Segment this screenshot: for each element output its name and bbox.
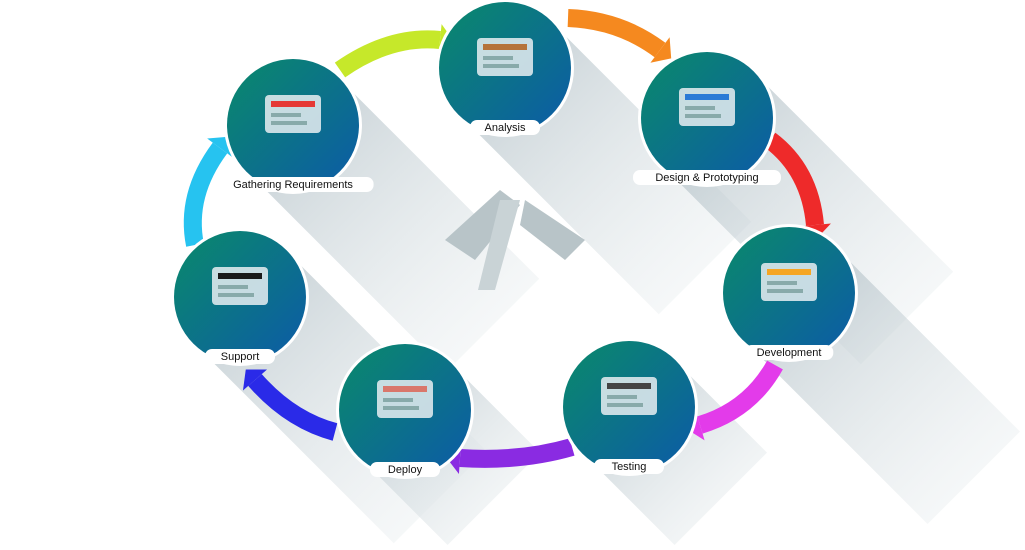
arrow-shaft [248, 373, 338, 441]
center-logo [445, 190, 585, 290]
stage-node: Gathering Requirements [212, 56, 374, 194]
illustration-line [218, 285, 248, 289]
stage-label-pill [370, 462, 440, 477]
stage-label: Analysis [485, 122, 526, 134]
flow-arrow [242, 369, 338, 441]
illustration-line [483, 64, 519, 68]
stage-label: Gathering Requirements [233, 179, 353, 191]
arrow-shaft [567, 9, 666, 58]
illustration-bar [271, 101, 315, 107]
stage-node: Deploy [336, 341, 474, 479]
illustration-bar [767, 269, 811, 275]
illustration-line [483, 56, 513, 60]
illustration-line [685, 114, 721, 118]
illustration-line [607, 403, 643, 407]
stage-node: Analysis [436, 0, 574, 137]
arrow-shaft [697, 360, 783, 434]
stage-label-pill [212, 177, 374, 192]
stage-label: Design & Prototyping [655, 172, 758, 184]
illustration-bar [685, 94, 729, 100]
arrow-head-icon [650, 37, 672, 63]
stage-node: Development [720, 224, 858, 362]
stage-label: Testing [612, 461, 647, 473]
illustration-bar [383, 386, 427, 392]
illustration-bar [218, 273, 262, 279]
illustration-line [271, 113, 301, 117]
flow-arrow [567, 9, 672, 63]
stage-label-pill [205, 349, 275, 364]
illustration-line [383, 398, 413, 402]
arrow-shaft [334, 30, 441, 78]
stage-node: Support [171, 228, 309, 366]
stage-label-pill [594, 459, 664, 474]
arrow-shaft [764, 132, 824, 226]
stage-label-pill [470, 120, 540, 135]
illustration-line [271, 121, 307, 125]
illustration-line [767, 289, 803, 293]
illustration-bar [607, 383, 651, 389]
arrow-shaft [459, 438, 575, 468]
stage-label: Development [757, 347, 822, 359]
stage-label: Support [221, 351, 260, 363]
arrow-shaft [183, 142, 228, 247]
arrow-head-icon [242, 369, 268, 391]
illustration-bar [483, 44, 527, 50]
stage-label: Deploy [388, 464, 423, 476]
illustration-line [218, 293, 254, 297]
illustration-line [383, 406, 419, 410]
stage-label-pill [744, 345, 834, 360]
illustration-line [767, 281, 797, 285]
stage-node: Design & Prototyping [633, 49, 781, 187]
stage-node: Testing [560, 338, 698, 476]
stage-label-pill [633, 170, 781, 185]
illustration-line [607, 395, 637, 399]
illustration-line [685, 106, 715, 110]
